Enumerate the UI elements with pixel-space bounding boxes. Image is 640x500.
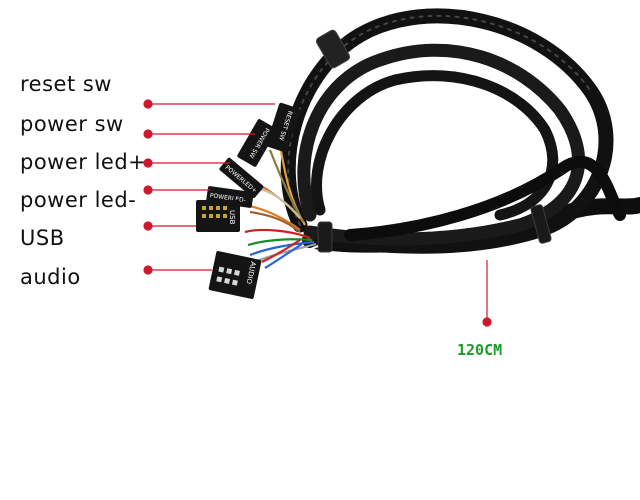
label-reset-sw: reset sw	[20, 72, 112, 96]
pointer-lines	[143, 99, 492, 327]
usb-connector: USB	[196, 200, 240, 232]
label-usb: USB	[20, 226, 65, 250]
usb-connector-text: USB	[228, 210, 236, 225]
label-power-led-plus: power led+	[20, 150, 147, 174]
power-sw-connector: POWER SW	[237, 119, 277, 167]
pointer-dot-power-led-plus	[143, 158, 153, 168]
label-audio: audio	[20, 265, 81, 289]
pointer-dot-power-led-minus	[143, 185, 153, 195]
pointer-dot-usb	[143, 221, 153, 231]
label-power-led-minus: power led-	[20, 188, 137, 212]
cable-bundle	[280, 8, 640, 254]
audio-connector: AUDIO	[208, 251, 262, 299]
pointer-dot-audio	[143, 265, 153, 275]
pointer-dot-reset	[143, 99, 153, 109]
pointer-dot-power-sw	[143, 129, 153, 139]
reset-sw-connector: RESET SW	[266, 102, 301, 153]
pointer-dot-length	[482, 317, 492, 327]
powerled-minus-connector-text: POWERLED-	[209, 192, 246, 204]
cable-length-label: 120CM	[457, 341, 503, 359]
label-power-sw: power sw	[20, 112, 124, 136]
